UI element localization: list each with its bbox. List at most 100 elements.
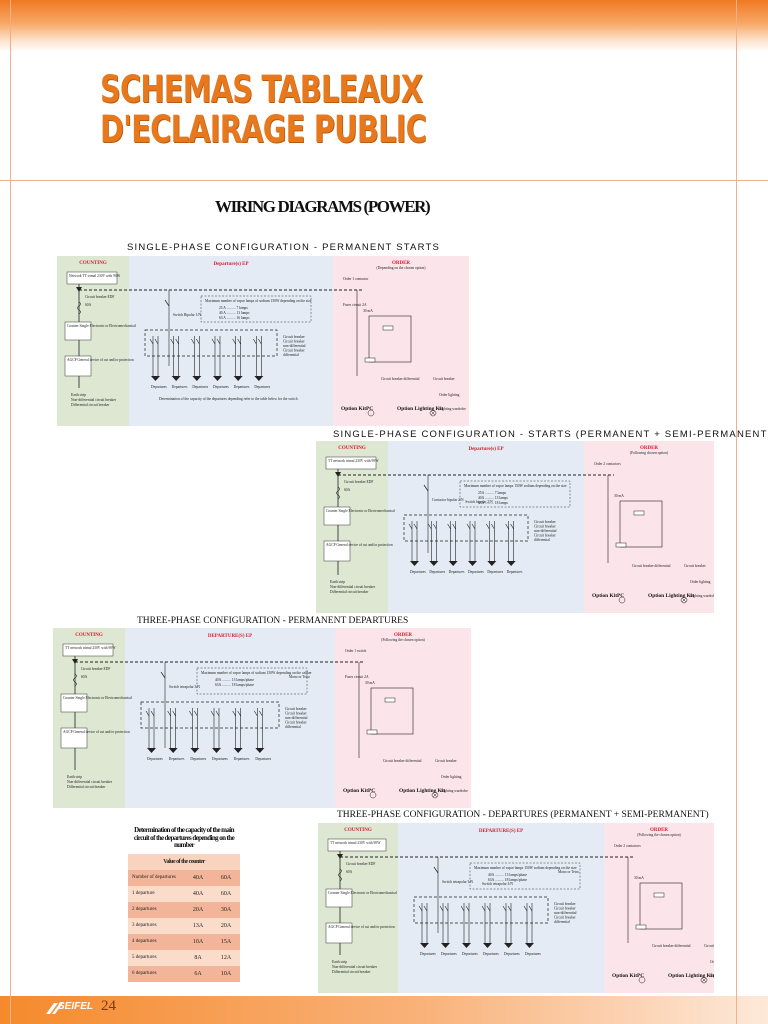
agcp-label: AGCP General device of cut and/or protec… bbox=[63, 730, 130, 734]
size-row-label: 25A .......... 7 lamps bbox=[478, 491, 507, 495]
max-lamps-label: Maximum number of vapor lamps 150W sodiu… bbox=[464, 484, 567, 488]
section-title-4: THREE-PHASE CONFIGURATION - DEPARTURES (… bbox=[337, 810, 709, 820]
fuse-circuit-label: Fuses circuit 2A bbox=[345, 675, 369, 679]
switch2-label: Switch tetrapolar 3/N bbox=[482, 882, 513, 886]
order-zone-subtitle: (Following the chosen option) bbox=[381, 638, 425, 642]
breaker-legend-label: non-differential bbox=[285, 716, 308, 720]
breaker-icon bbox=[253, 338, 262, 345]
breaker-legend-label: Circuit breaker bbox=[285, 712, 307, 716]
breaker-legend-label: non-differential bbox=[554, 911, 577, 915]
agcp-box bbox=[325, 922, 353, 944]
departure-arrow-icon bbox=[504, 943, 513, 948]
breaker-edf-label: Circuit breaker EDF bbox=[81, 667, 110, 671]
contactor-circuit bbox=[368, 315, 412, 363]
departure-label: Departures bbox=[169, 757, 185, 761]
title-line-2: D'ECLAIRAGE PUBLIC bbox=[100, 108, 427, 151]
agcp-label: AGCP General device of cut and/or protec… bbox=[328, 925, 395, 929]
counter-label: Counter Single Electronic or Electromech… bbox=[63, 696, 132, 700]
lamp-cross-icon bbox=[432, 792, 438, 798]
lighting-wardrobe-label: Lighting wardrobe bbox=[710, 974, 714, 978]
network-box bbox=[62, 643, 114, 657]
capacity-grid: Value of the counter Number of departure… bbox=[128, 853, 240, 982]
size-row-label: 40A .......... 13 lamps bbox=[478, 496, 508, 500]
network-label: TT network trimal 230V with 90W bbox=[65, 646, 116, 650]
departure-arrow-icon bbox=[192, 376, 202, 381]
seifel-logo-icon bbox=[46, 1003, 63, 1014]
option-kitpc-label: Option KitPC bbox=[341, 406, 373, 412]
size-row-label: 40A .......... 13 lamps/phase bbox=[488, 873, 527, 877]
departures-zone bbox=[125, 628, 335, 808]
relay-icon bbox=[366, 729, 378, 735]
departure-arrow-icon bbox=[233, 748, 243, 753]
option-kitpc-label: Option KitPC bbox=[612, 973, 644, 979]
fuse-icon bbox=[336, 486, 340, 500]
fuse-circuit-label: Fuses circuit 2A bbox=[343, 303, 367, 307]
rating-label: 60A bbox=[346, 870, 353, 874]
counter-label: Counter Single Electronic or Electromech… bbox=[67, 324, 136, 328]
order-contactor-label: Order 2 contactors bbox=[594, 462, 621, 466]
switch-label: Contactor bipolar 2/N bbox=[432, 498, 464, 502]
breaker-label: Circuit breaker bbox=[433, 377, 455, 381]
departure-arrow-icon bbox=[448, 561, 458, 566]
breaker-icon bbox=[505, 523, 514, 530]
title-line-1: SCHEMAS TABLEAUX bbox=[100, 68, 423, 111]
order-zone bbox=[333, 256, 469, 426]
breaker-icon bbox=[232, 338, 241, 345]
fuse-icon bbox=[338, 868, 342, 882]
breaker-legend-label: Circuit breaker bbox=[554, 902, 576, 906]
order-zone bbox=[584, 441, 714, 613]
lamps-info-box bbox=[459, 480, 571, 508]
order-zone-title: ORDER bbox=[392, 261, 410, 266]
departure-label: Departures bbox=[190, 757, 206, 761]
order-zone-title: ORDER bbox=[640, 446, 658, 451]
breaker-icon bbox=[170, 338, 179, 345]
size-row-label: 63A .......... 18 lamps/phase bbox=[488, 878, 527, 882]
agcp-box bbox=[60, 727, 88, 749]
nondiff-label: Non-differential circuit breaker bbox=[71, 398, 117, 402]
breaker-legend-label: Circuit breaker bbox=[534, 525, 556, 529]
network-label: TT network trimal 230V with 90W bbox=[328, 459, 379, 463]
counting-zone-title: COUNTING bbox=[75, 633, 103, 638]
breaker-icon bbox=[466, 523, 476, 530]
lamp-icon bbox=[431, 791, 439, 799]
order-contactor-label: Order 1 contactor bbox=[343, 277, 369, 281]
departure-label: Departures bbox=[429, 570, 445, 574]
departure-label: Departures bbox=[420, 952, 436, 956]
order-lighting-label: Order lighting bbox=[710, 960, 714, 964]
departures-zone bbox=[398, 823, 604, 993]
size-row-label: 63A .......... 18 lamps bbox=[478, 501, 508, 505]
departure-label: Departures bbox=[212, 757, 228, 761]
breaker-icon bbox=[189, 710, 198, 717]
departure-arrow-icon bbox=[487, 561, 497, 566]
cell-value: 60A bbox=[212, 885, 240, 902]
departure-arrow-icon bbox=[525, 943, 534, 948]
departure-arrow-icon bbox=[213, 376, 222, 381]
departure-arrow-icon bbox=[147, 748, 156, 753]
breaker-legend-label: Circuit breaker bbox=[283, 340, 305, 344]
network-label: TT network trimal 230V with 90W bbox=[330, 841, 381, 845]
option-lighting-kit-label: Option Lighting Kit bbox=[648, 593, 694, 599]
counting-zone bbox=[316, 441, 388, 613]
lamp-cross-icon bbox=[430, 410, 436, 416]
network-box bbox=[325, 456, 377, 470]
row-label: 6 departures bbox=[128, 965, 184, 982]
departure-arrow-icon bbox=[168, 748, 178, 753]
rating-label: 60A bbox=[85, 303, 92, 307]
option-lighting-kit-label: Option Lighting Kit bbox=[397, 406, 443, 412]
cell-value: 15A bbox=[212, 933, 240, 950]
ma30-label: 30 mA bbox=[634, 876, 644, 880]
counter-box bbox=[60, 693, 88, 713]
order-lighting-label: Order lighting bbox=[690, 580, 711, 584]
switch-label: Switch tetrapolar 3/N bbox=[169, 685, 200, 689]
breaker-icon bbox=[447, 523, 456, 530]
breaker-icon bbox=[232, 710, 241, 717]
frame-line-right bbox=[736, 0, 737, 1024]
table-header-row: Value of the counter bbox=[128, 853, 240, 870]
order-lighting-label: Order lighting bbox=[439, 393, 460, 397]
max-lamps-label: Maximum number of vapor lamps of sodium … bbox=[201, 671, 312, 675]
agcp-box bbox=[64, 355, 92, 377]
